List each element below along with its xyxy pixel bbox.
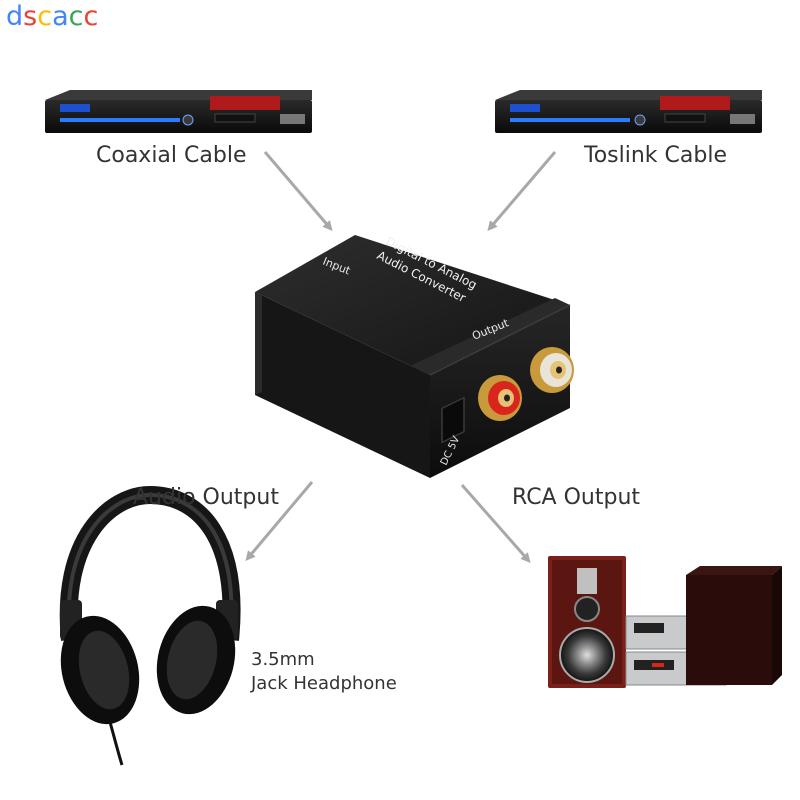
watermark-letter: s: [23, 1, 38, 32]
stereo-system: [625, 615, 727, 686]
label-headphone-caption: 3.5mm Jack Headphone: [251, 648, 397, 696]
headphone-caption-line2: Jack Headphone: [251, 673, 397, 694]
watermark-letter: d: [6, 1, 24, 32]
label-toslink-cable: Toslink Cable: [584, 143, 727, 168]
rca-white-jack: [530, 347, 574, 393]
watermark-letter: c: [68, 1, 84, 32]
headphones: [59, 485, 241, 766]
rca-red-jack: [478, 375, 522, 421]
arrow-rca-output: [460, 484, 531, 564]
arrow-coaxial: [263, 151, 333, 232]
brand-watermark: dscacc: [6, 0, 98, 34]
headphone-caption-line1: 3.5mm: [251, 649, 315, 670]
label-rca-output: RCA Output: [512, 485, 641, 510]
watermark-letter: c: [37, 1, 53, 32]
speaker-right: [686, 566, 782, 685]
audio-converter-device: Digital to Analog Audio Converter Input …: [255, 234, 574, 478]
dvd-player-right: [495, 90, 762, 133]
label-audio-output: Audio Output: [133, 485, 279, 510]
watermark-letter: a: [52, 1, 69, 32]
dvd-player-left: [45, 90, 312, 133]
speaker-left: [548, 556, 626, 688]
watermark-letter: c: [83, 1, 99, 32]
arrow-toslink: [487, 151, 557, 232]
label-coaxial-cable: Coaxial Cable: [96, 143, 247, 168]
arrow-audio-output: [245, 481, 314, 562]
